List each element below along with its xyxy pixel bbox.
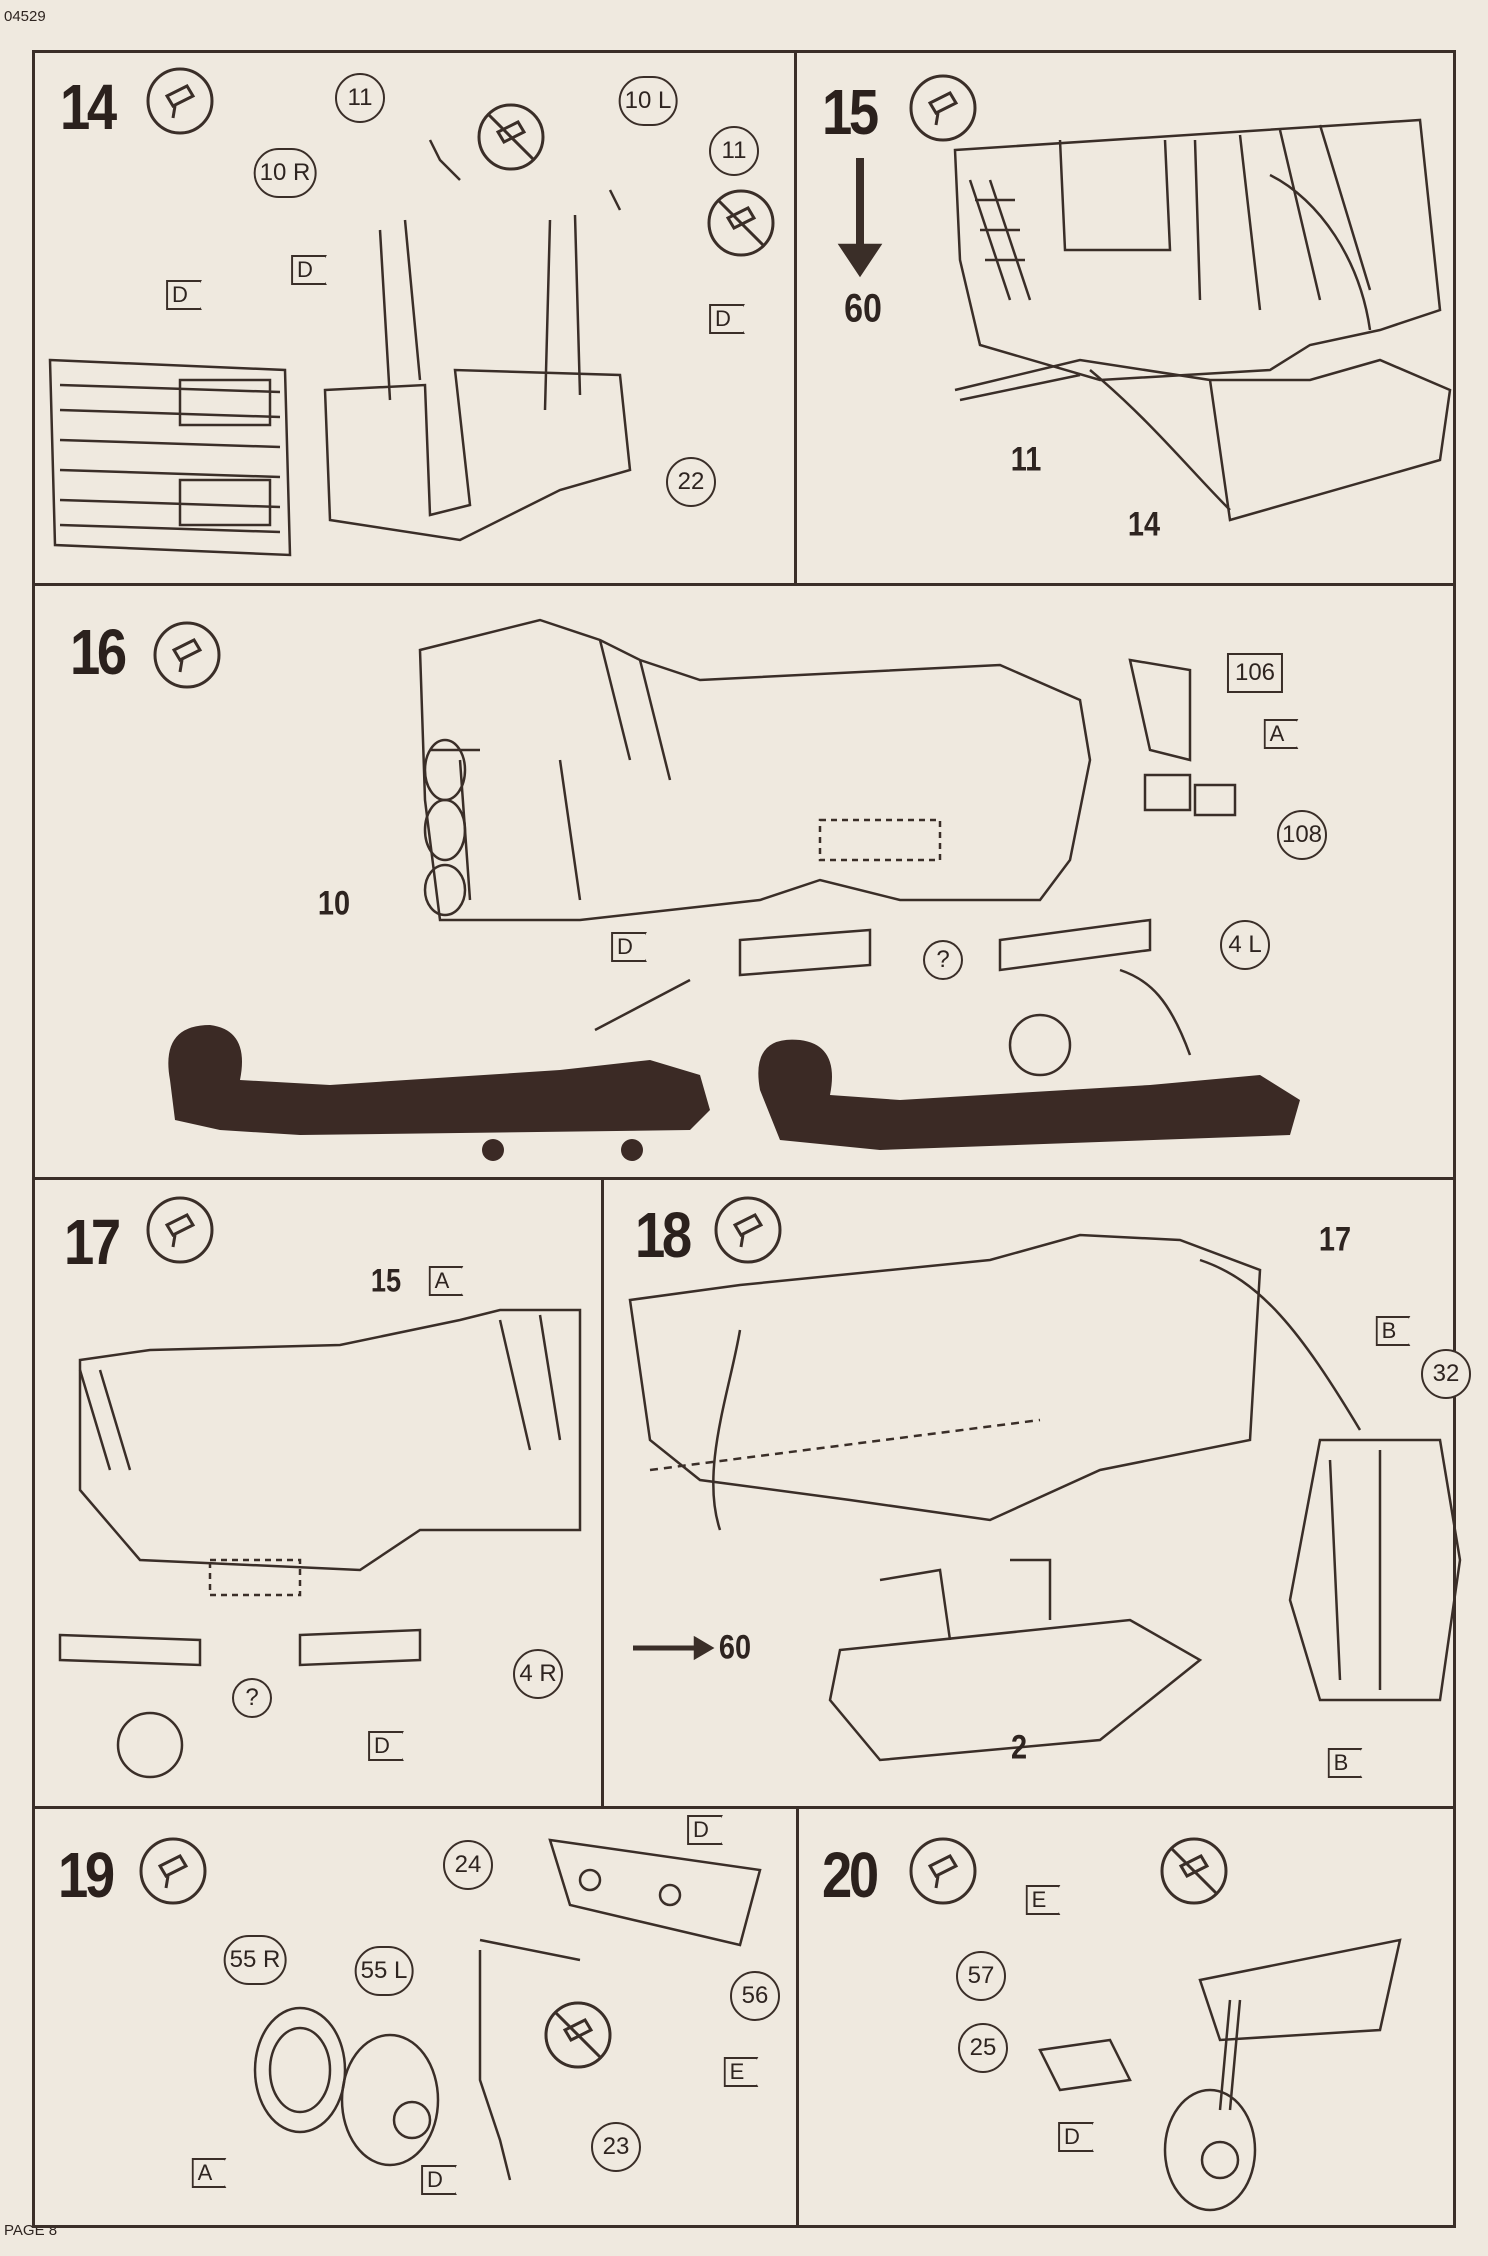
fuselage-interior-drawing <box>953 118 1452 522</box>
step-number: 15 <box>822 76 879 148</box>
option-question: ? <box>232 1678 272 1718</box>
step-20-panel <box>796 1806 1456 2228</box>
part-label: 11 <box>1010 440 1042 479</box>
fuselage-right-drawing <box>58 1308 582 1779</box>
decal-flag: A <box>1263 719 1299 749</box>
no-glue-icon <box>1160 1837 1228 1905</box>
part-callout: 57 <box>956 1951 1006 2001</box>
part-label: 14 <box>1127 505 1161 544</box>
part-callout: 11 <box>335 73 385 123</box>
glue-icon <box>909 1837 977 1905</box>
step-number: 20 <box>822 1839 879 1911</box>
step-number: 18 <box>635 1199 692 1271</box>
landing-gear-drawing <box>253 1838 762 2181</box>
part-callout: 22 <box>666 457 716 507</box>
step-number: 19 <box>58 1839 115 1911</box>
part-label: 17 <box>1318 1220 1352 1259</box>
no-glue-icon <box>477 103 545 171</box>
document-code: 04529 <box>4 8 46 25</box>
part-callout: 108 <box>1277 810 1327 860</box>
option-question: ? <box>923 940 963 980</box>
part-callout: 25 <box>958 2023 1008 2073</box>
reference-step: 60 <box>844 286 882 331</box>
step-number: 17 <box>64 1206 121 1278</box>
glue-icon <box>909 74 977 142</box>
part-callout: 23 <box>591 2122 641 2172</box>
no-glue-icon <box>707 189 775 257</box>
part-callout: 4 L <box>1220 920 1270 970</box>
part-callout: 32 <box>1421 1349 1471 1399</box>
main-gear-drawing <box>1038 1938 1402 2212</box>
decal-flag: D <box>709 304 745 334</box>
part-callout: 55 L <box>354 1946 414 1996</box>
cockpit-floor-drawing <box>48 358 292 557</box>
part-callout: 55 R <box>223 1935 287 1985</box>
part-callout: 10 R <box>253 148 317 198</box>
part-label: 2 <box>1010 1728 1028 1767</box>
step-number: 16 <box>70 616 127 688</box>
no-glue-icon <box>544 2001 612 2069</box>
fuselage-half-drawing <box>418 618 1237 1077</box>
glue-icon <box>153 621 221 689</box>
decal-flag: E <box>1025 1885 1061 1915</box>
aircraft-silhouettes <box>168 1025 1300 1161</box>
part-callout: 10 L <box>618 76 678 126</box>
part-label: 15 <box>370 1262 402 1299</box>
part-callout: 24 <box>443 1840 493 1890</box>
glue-icon <box>146 67 214 135</box>
decal-flag: D <box>368 1731 404 1761</box>
arrow-head <box>837 243 883 278</box>
glue-icon <box>146 1196 214 1264</box>
step-number: 14 <box>60 71 117 143</box>
part-box: 106 <box>1226 653 1284 693</box>
decal-flag: D <box>291 255 327 285</box>
seat-tub-drawing <box>323 139 632 542</box>
part-callout: 11 <box>709 126 759 176</box>
glue-icon <box>714 1196 782 1264</box>
part-callout: 56 <box>730 1971 780 2021</box>
fuselage-assembly-drawing <box>628 1233 1462 1762</box>
part-callout: 4 R <box>513 1649 563 1699</box>
glue-icon <box>139 1837 207 1905</box>
reference-step: 60 <box>718 1628 752 1667</box>
part-label: 10 <box>317 884 351 923</box>
